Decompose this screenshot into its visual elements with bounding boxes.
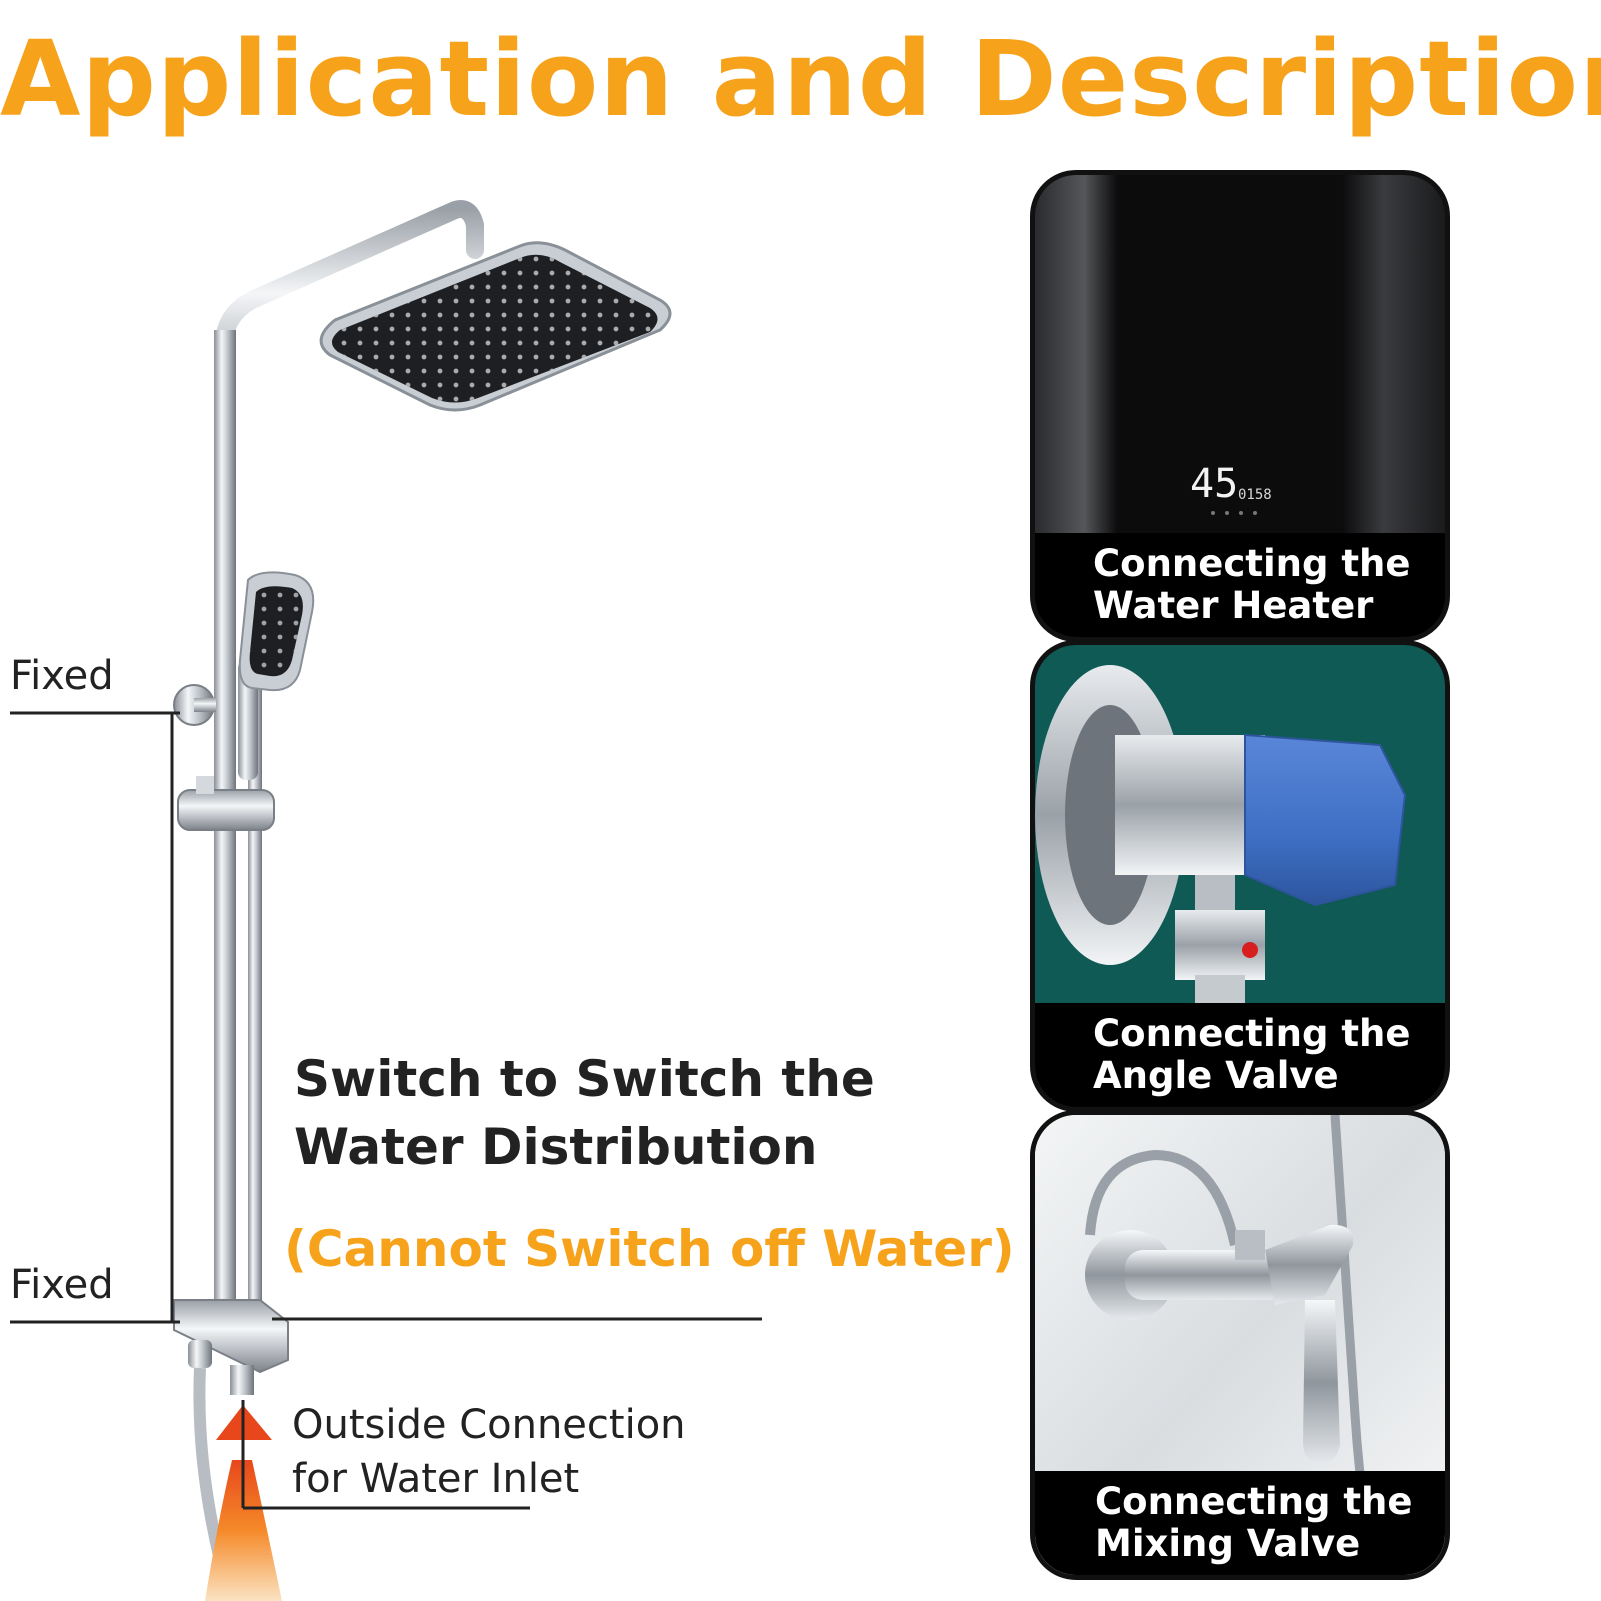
card-caption-water-heater: Connecting the Water Heater [1035,533,1445,637]
card-caption-angle-valve: Connecting the Angle Valve [1035,1003,1445,1107]
switch-note: (Cannot Switch off Water) [284,1220,1015,1278]
switch-description-line2: Water Distribution [294,1118,818,1176]
card-mixing-valve: Connecting the Mixing Valve [1030,1110,1450,1580]
hand-shower [238,571,315,780]
rain-shower-head [319,241,672,412]
inlet-description-line2: for Water Inlet [292,1456,580,1502]
card-caption-line2: Mixing Valve [1095,1522,1361,1565]
label-fixed-top: Fixed [10,653,114,699]
inlet-description-line1: Outside Connection [292,1402,686,1448]
switch-description-line1: Switch to Switch the [294,1050,875,1108]
label-fixed-bottom: Fixed [10,1262,114,1308]
heater-display-temp: 45 [1190,461,1238,507]
page-title: Application and Description [0,18,1601,140]
card-water-heater: 45 0158 Connecting the Water Heater [1030,170,1450,642]
top-wall-bracket [173,684,216,726]
card-caption-mixing-valve: Connecting the Mixing Valve [1035,1471,1445,1575]
card-caption-line1: Connecting the [1095,1480,1413,1523]
hose [193,1367,226,1562]
slider-holder [177,776,275,831]
shower-system-illustration [10,200,762,1601]
card-caption-line2: Angle Valve [1093,1054,1339,1097]
diverter-body [173,1299,289,1395]
card-caption-line1: Connecting the [1093,542,1411,585]
card-caption-line2: Water Heater [1093,584,1374,627]
card-angle-valve: Connecting the Angle Valve [1030,640,1450,1112]
heater-display-small: 0158 [1238,487,1272,503]
switch-description: Switch to Switch the Water Distribution [294,1045,875,1181]
inlet-description: Outside Connection for Water Inlet [292,1398,686,1506]
card-caption-line1: Connecting the [1093,1012,1411,1055]
